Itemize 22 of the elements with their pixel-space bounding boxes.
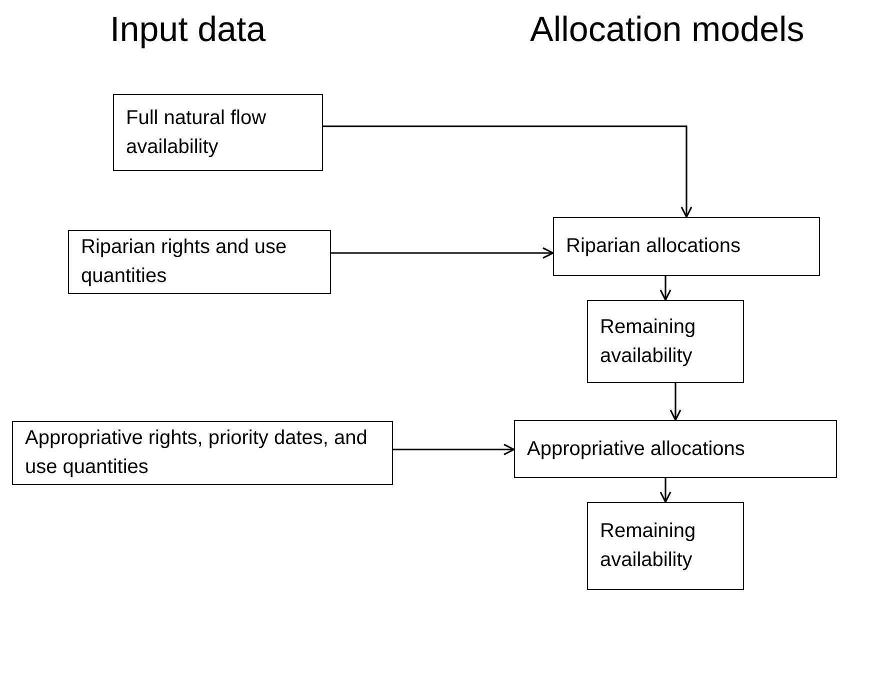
box-label: Remaining availability <box>600 519 697 573</box>
column-heading: Input data <box>110 10 266 50</box>
process-box <box>587 502 744 590</box>
box-label: Riparian allocations <box>566 234 741 259</box>
process-box <box>12 421 393 485</box>
process-box <box>587 300 744 383</box>
box-label: Remaining availability <box>600 314 697 368</box>
arrow <box>660 478 672 503</box>
process-box <box>68 230 331 294</box>
arrow <box>331 247 554 259</box>
column-heading: Allocation models <box>530 10 804 50</box>
arrow <box>670 383 682 421</box>
process-box <box>113 94 323 171</box>
box-label: Appropriative rights, priority dates, and use quantities <box>25 426 368 480</box>
arrow <box>660 276 672 301</box>
box-label: Riparian rights and use quantities <box>81 235 288 289</box>
process-box <box>553 217 820 276</box>
arrow <box>393 444 515 456</box>
process-box <box>514 420 837 478</box>
box-label: Appropriative allocations <box>527 436 745 462</box>
box-label: Full natural flow availability <box>126 106 268 160</box>
arrow <box>323 126 692 218</box>
